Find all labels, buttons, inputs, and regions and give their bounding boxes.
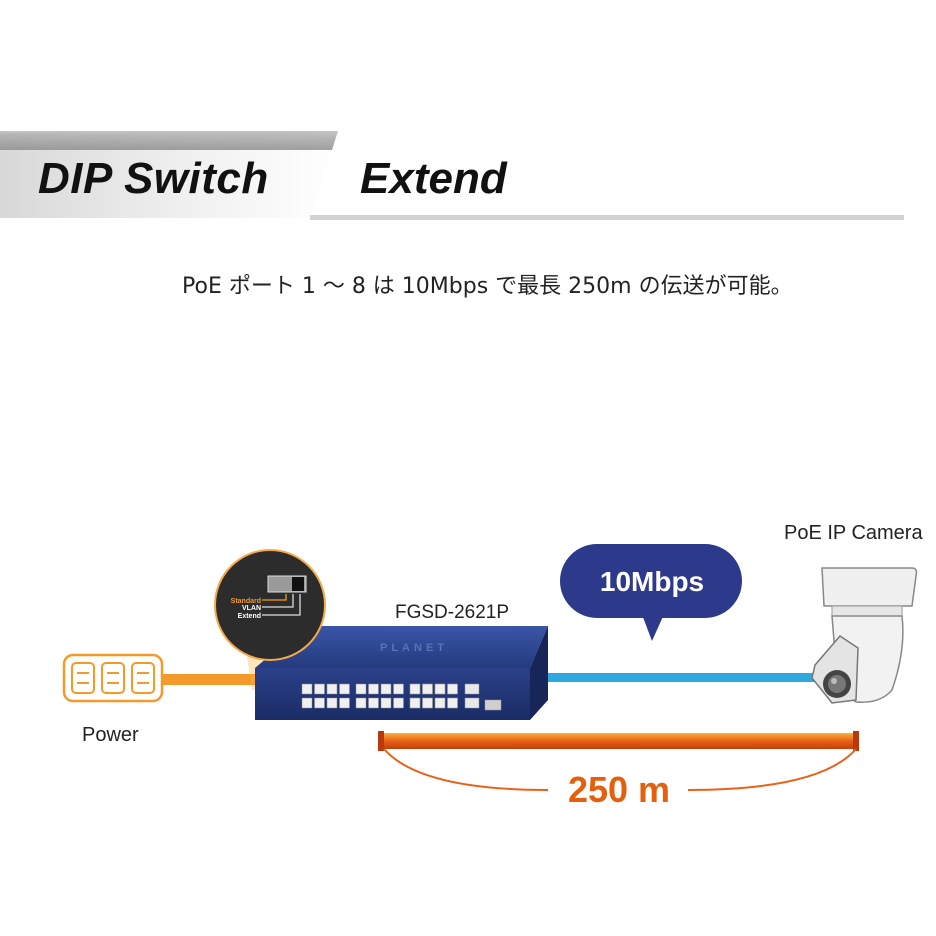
power-label: Power [82, 724, 139, 746]
banner-title-dip-switch: DIP Switch [38, 154, 269, 203]
banner-title-extend: Extend [360, 154, 507, 203]
switch-port [422, 697, 433, 709]
dip-option-vlan: VLAN [242, 605, 261, 612]
switch-port-array [301, 683, 458, 709]
speed-bubble: 10Mbps [560, 544, 742, 641]
switch-port [326, 697, 338, 709]
camera-label: PoE IP Camera [784, 522, 923, 544]
power-strip-icon [62, 653, 164, 703]
switch-port [393, 697, 404, 709]
switch-port [339, 683, 350, 695]
switch-port [314, 697, 325, 709]
switch-device-icon: PLANET [255, 626, 548, 720]
switch-model-label: FGSD-2621P [395, 602, 509, 623]
switch-port [409, 697, 421, 709]
network-cable [535, 673, 825, 682]
switch-port [380, 697, 392, 709]
brand-mark: PLANET [380, 642, 448, 654]
switch-port [339, 697, 350, 709]
switch-port [447, 697, 458, 709]
switch-port [368, 697, 379, 709]
switch-port [434, 697, 446, 709]
distance-label: 250 m [568, 769, 670, 810]
switch-port [447, 683, 458, 695]
switch-port [409, 683, 421, 695]
description-text: PoE ポート 1 ～ 8 は 10Mbps で最長 250m の伝送が可能。 [182, 274, 793, 299]
switch-port [355, 683, 367, 695]
switch-port [326, 683, 338, 695]
dip-switch-zoom: Standard VLAN Extend [214, 549, 326, 661]
switch-port [301, 683, 313, 695]
switch-port [301, 697, 313, 709]
switch-port [368, 683, 379, 695]
switch-port [380, 683, 392, 695]
dip-option-standard: Standard [231, 598, 261, 605]
switch-port [314, 683, 325, 695]
switch-port [355, 697, 367, 709]
switch-port [393, 683, 404, 695]
power-cable [160, 674, 272, 685]
speed-bubble-label: 10Mbps [600, 566, 704, 597]
distance-ruler: 250 m [378, 731, 859, 810]
ip-camera-icon [811, 567, 918, 704]
switch-port [434, 683, 446, 695]
switch-port [422, 683, 433, 695]
dip-option-extend: Extend [238, 613, 261, 620]
